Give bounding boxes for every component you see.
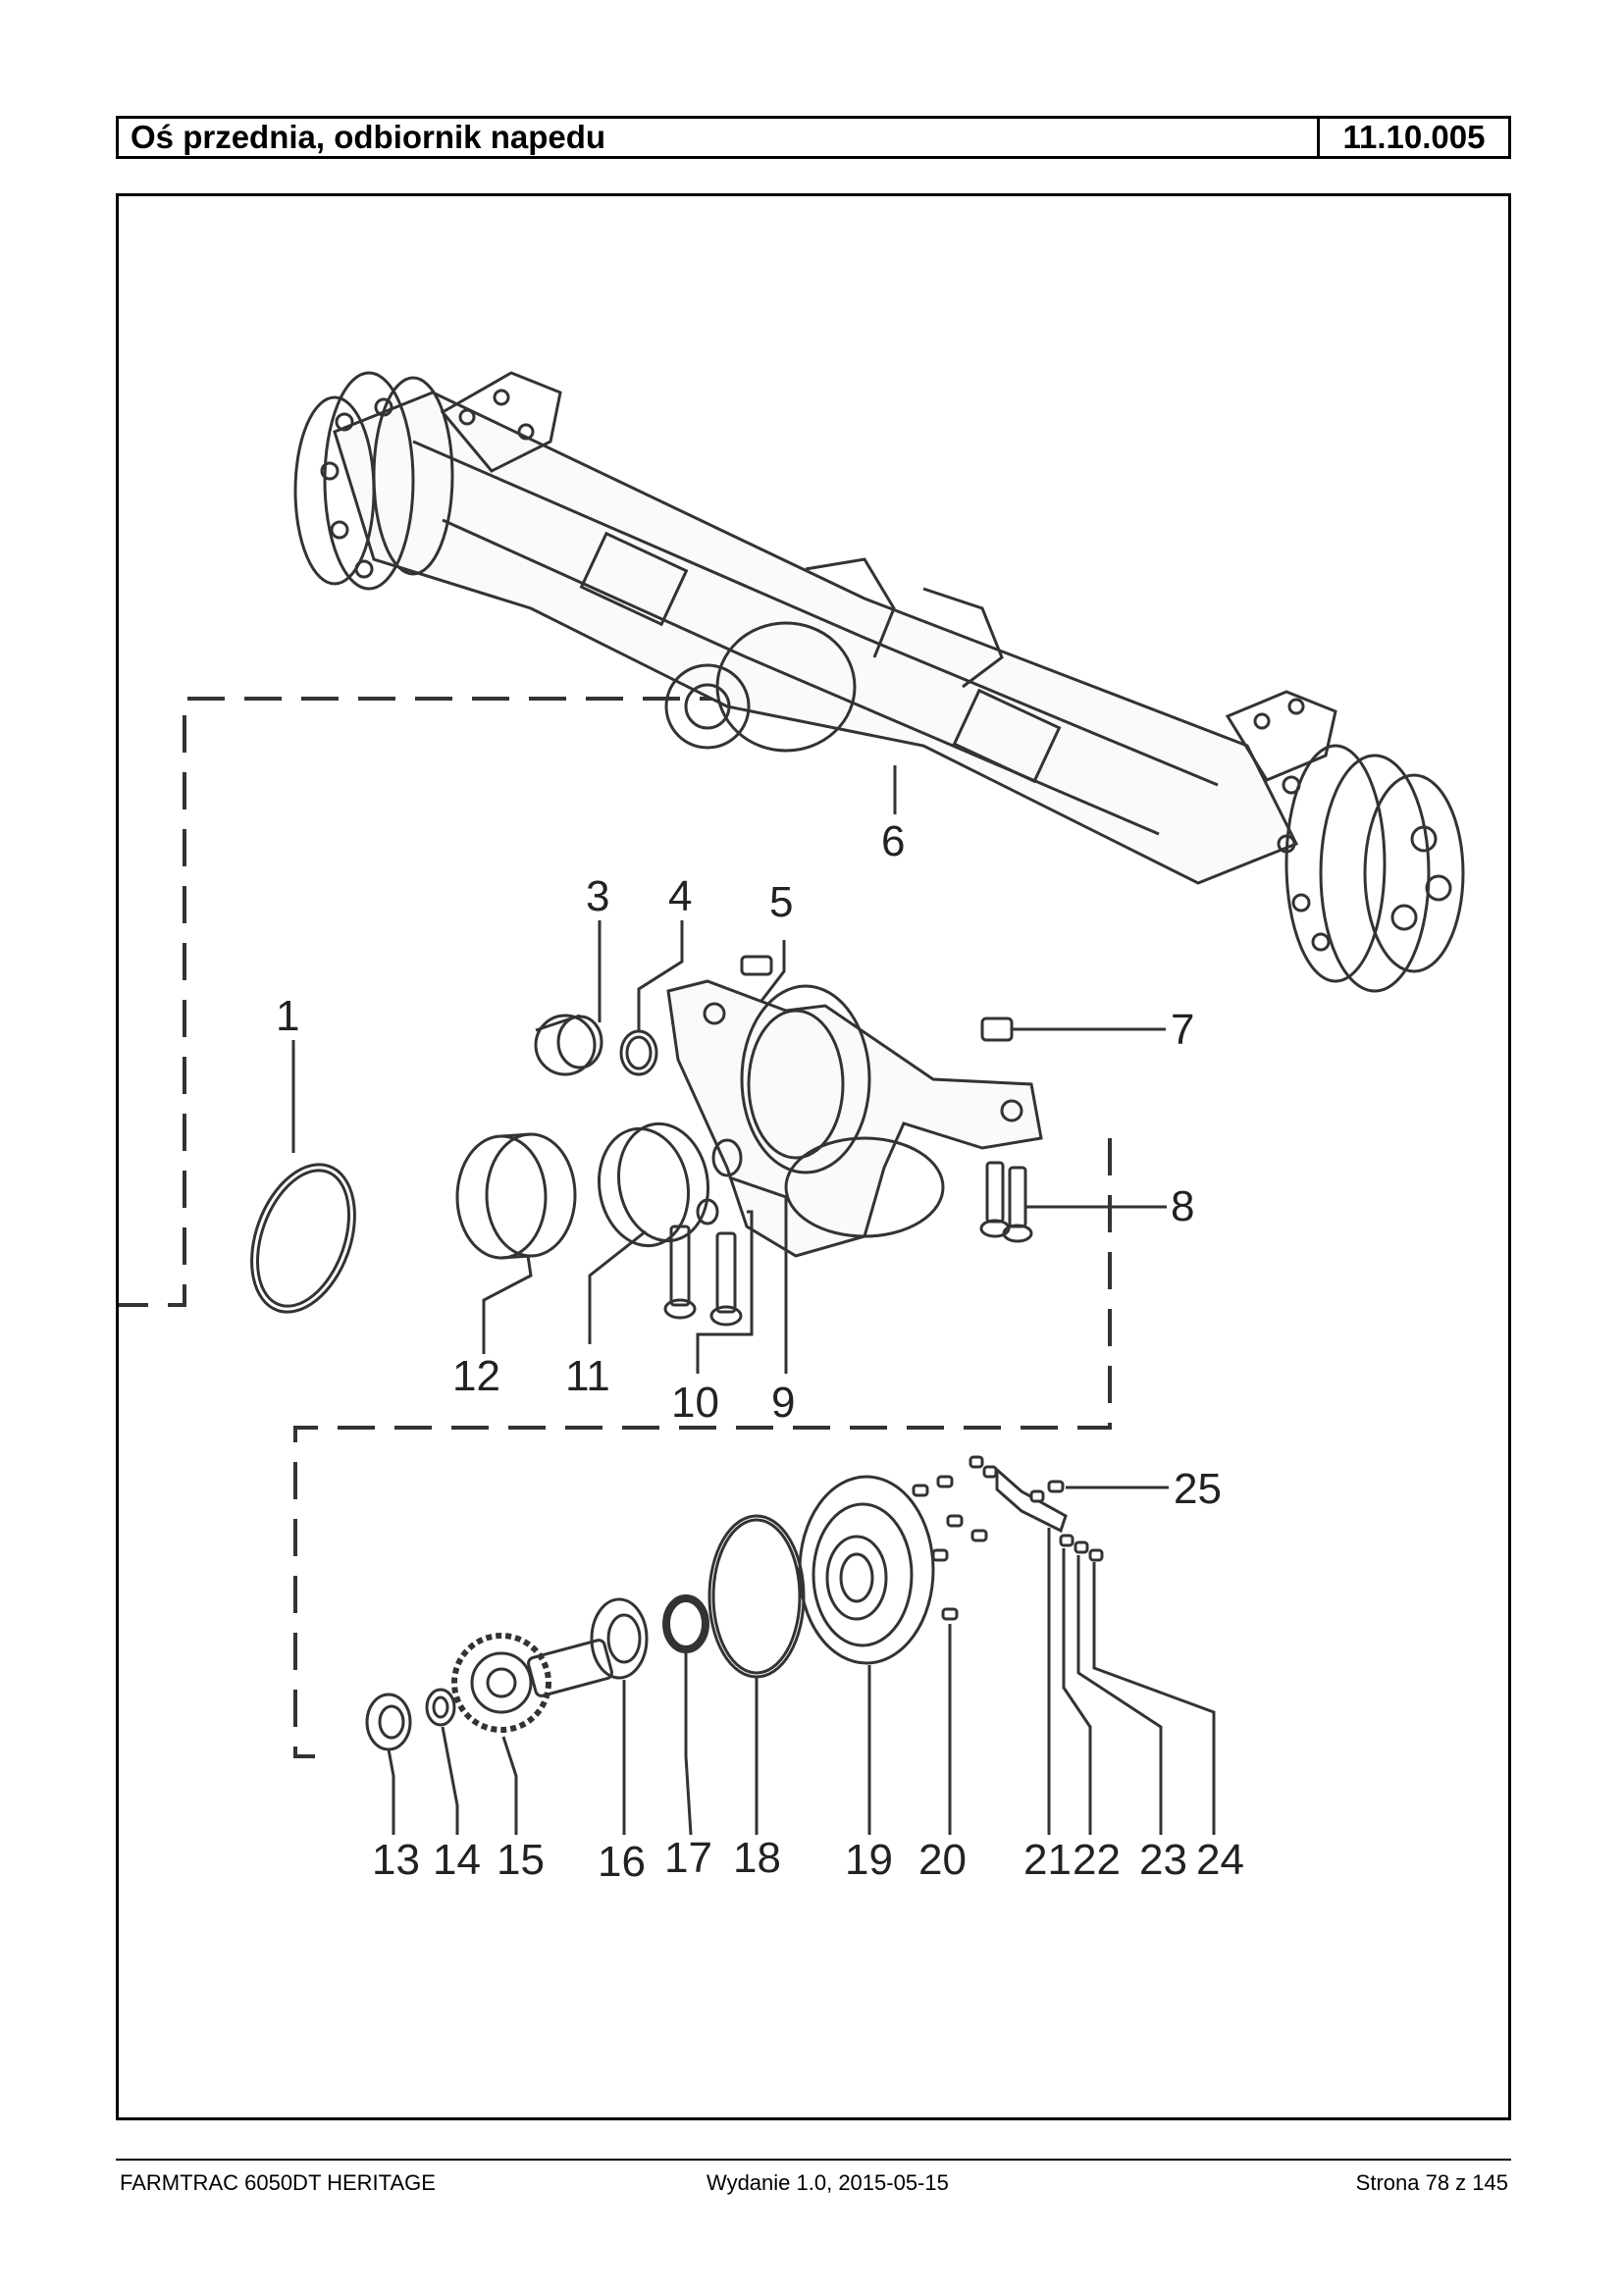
callout-11: 11 (565, 1352, 610, 1400)
ring-11 (597, 1126, 691, 1248)
callout-18: 18 (733, 1834, 781, 1882)
o-ring-1 (250, 1163, 356, 1314)
callout-10: 10 (671, 1379, 719, 1427)
washer-14 (425, 1688, 456, 1727)
leader-17 (684, 1653, 693, 1836)
page-header: Oś przednia, odbiornik napedu 11.10.005 (116, 116, 1511, 159)
callout-5: 5 (769, 878, 793, 926)
bushing-3 (534, 1014, 597, 1076)
leader-4 (637, 920, 684, 1032)
callout-25: 25 (1174, 1465, 1222, 1513)
leader-10 (696, 1210, 754, 1374)
callout-19: 19 (845, 1836, 893, 1884)
dashed-guide-upper (119, 697, 737, 1307)
callout-20: 20 (918, 1836, 967, 1884)
callout-23: 23 (1139, 1836, 1187, 1884)
callout-17: 17 (664, 1834, 712, 1882)
callout-6: 6 (881, 817, 905, 865)
leader-5 (760, 940, 786, 1002)
footer-edition: Wydanie 1.0, 2015-05-15 (707, 2170, 949, 2195)
section-code: 11.10.005 (1342, 119, 1486, 155)
steering-knuckle-5 (666, 955, 1043, 1258)
bolts-20 (912, 1475, 988, 1621)
callout-24: 24 (1196, 1836, 1244, 1884)
gear-shaft-15 (451, 1633, 613, 1733)
leader-24 (1092, 1562, 1216, 1835)
footer-page-number: Strona 78 z 145 (1355, 2170, 1508, 2195)
callout-9: 9 (771, 1379, 795, 1427)
callout-22: 22 (1073, 1836, 1121, 1884)
o-ring-18 (707, 1514, 806, 1679)
seal-17 (662, 1594, 709, 1653)
diagram-frame: 1 3 4 5 6 7 8 9 10 11 12 13 14 15 16 17 … (116, 193, 1511, 2120)
callout-13: 13 (372, 1836, 420, 1884)
callout-14: 14 (433, 1836, 481, 1884)
bolt-25 (1047, 1480, 1065, 1493)
page-title: Oś przednia, odbiornik napedu (119, 119, 1320, 156)
callout-15: 15 (497, 1836, 545, 1884)
leader-23 (1076, 1555, 1163, 1835)
callout-4: 4 (668, 872, 692, 920)
callout-8: 8 (1171, 1182, 1194, 1230)
hardware-22-24 (969, 1455, 1104, 1562)
leader-9 (728, 1175, 788, 1374)
callout-21: 21 (1023, 1836, 1072, 1884)
bolts-10 (663, 1225, 743, 1327)
grease-nipple-9 (696, 1138, 743, 1226)
callout-3: 3 (586, 872, 609, 920)
leader-22 (1062, 1548, 1092, 1835)
callout-1: 1 (276, 992, 299, 1040)
pins-8 (979, 1161, 1033, 1243)
callout-7: 7 (1171, 1006, 1194, 1054)
leader-14 (441, 1726, 459, 1835)
dashed-guide-middle (293, 1138, 1112, 1758)
bracket-21 (995, 1466, 1068, 1534)
axle-housing (293, 371, 1465, 993)
leader-11 (588, 1229, 647, 1344)
bearing-16 (590, 1597, 649, 1680)
footer-divider (116, 2159, 1511, 2161)
housing-cover-19 (798, 1475, 935, 1665)
exploded-parts-diagram: 1 3 4 5 6 7 8 9 10 11 12 13 14 15 16 17 … (119, 371, 1465, 1886)
callout-12: 12 (452, 1352, 500, 1400)
leader-12 (482, 1255, 533, 1354)
callout-16: 16 (598, 1838, 646, 1886)
footer-model: FARMTRAC 6050DT HERITAGE (120, 2170, 436, 2195)
leader-15 (501, 1736, 518, 1835)
leader-13 (387, 1748, 395, 1835)
